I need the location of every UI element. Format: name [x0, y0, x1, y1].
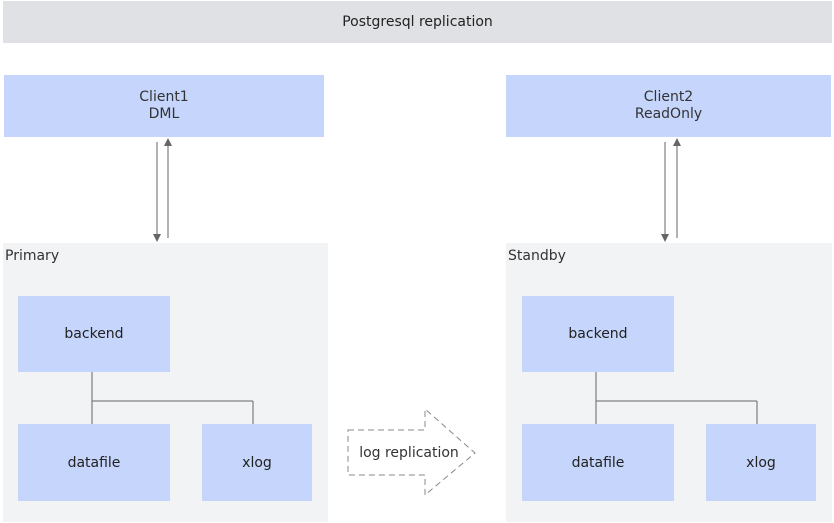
client2-name: Client2 [643, 89, 694, 105]
primary-tree-connector [91, 372, 254, 424]
log-replication-label: log replication [359, 445, 459, 461]
primary-datafile-node: datafile [18, 424, 170, 501]
primary-backend-node: backend [18, 296, 170, 372]
client1-name: Client1 [139, 89, 189, 105]
client1-box: Client1 DML [4, 75, 324, 137]
diagram-title: Postgresql replication [3, 1, 832, 43]
client2-role: ReadOnly [634, 106, 703, 122]
standby-label: Standby [508, 248, 566, 264]
standby-datafile-node: datafile [522, 424, 674, 501]
client1-role: DML [148, 106, 180, 122]
primary-label: Primary [5, 248, 60, 264]
log-replication-arrow [347, 407, 476, 497]
primary-xlog-node: xlog [202, 424, 312, 501]
standby-xlog-node: xlog [706, 424, 816, 501]
standby-tree-connector [595, 372, 758, 424]
client2-box: Client2 ReadOnly [506, 75, 831, 137]
standby-backend-node: backend [522, 296, 674, 372]
